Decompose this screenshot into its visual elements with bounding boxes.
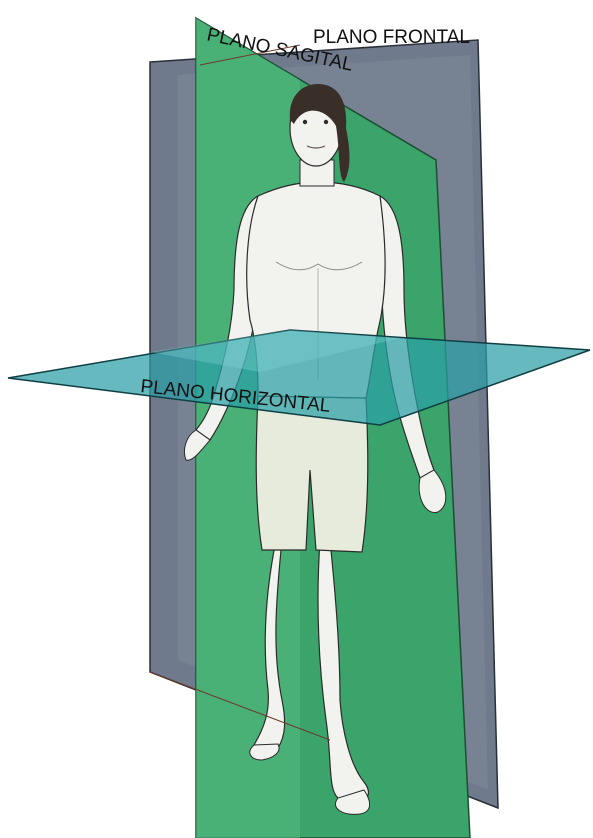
frontal-plane-label: PLANO FRONTAL — [313, 27, 470, 48]
right-eye — [303, 120, 307, 124]
left-eye — [324, 120, 328, 124]
